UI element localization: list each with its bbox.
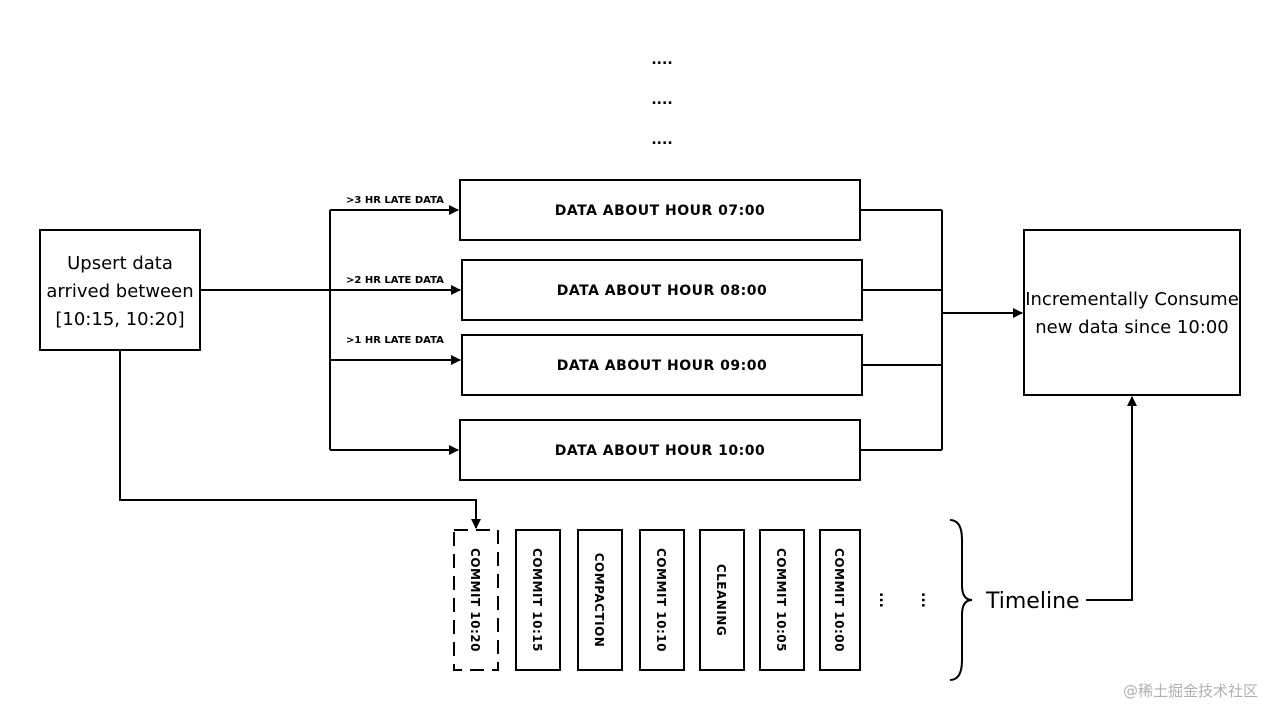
- timeline-to-consumer-connector: [1086, 396, 1137, 601]
- timeline-item-label: COMMIT 10:10: [654, 548, 668, 652]
- source-box: [39, 229, 201, 351]
- partition-0700: DATA ABOUT HOUR 07:00: [459, 179, 861, 241]
- source-to-commit-connector: [119, 350, 481, 529]
- timeline-item: COMPACTION: [577, 529, 623, 671]
- timeline-item: COMMIT 10:20: [453, 529, 499, 671]
- partition-label: DATA ABOUT HOUR 09:00: [557, 358, 767, 374]
- partitions-to-consumer-connectors: [860, 209, 1023, 451]
- top-dots-1: ....: [651, 52, 672, 68]
- consumer-node: Incrementally Consume new data since 10:…: [1023, 229, 1241, 396]
- timeline-item-label: COMMIT 10:05: [774, 548, 788, 652]
- source-line-3: [10:15, 10:20]: [55, 309, 184, 330]
- consumer-line-1: Incrementally Consume: [1025, 289, 1239, 310]
- source-to-partitions-connectors: [200, 205, 461, 455]
- timeline-brace: [949, 519, 973, 681]
- timeline-item-label: CLEANING: [714, 564, 728, 636]
- consumer-line-2: new data since 10:00: [1035, 317, 1229, 338]
- partition-label: DATA ABOUT HOUR 10:00: [555, 443, 765, 459]
- partition-label: DATA ABOUT HOUR 07:00: [555, 203, 765, 219]
- watermark: @稀土掘金技术社区: [1123, 682, 1258, 700]
- timeline-item-label: COMMIT 10:00: [832, 548, 846, 652]
- partition-0800: DATA ABOUT HOUR 08:00: [461, 259, 863, 321]
- edge-label-3hr: >3 HR LATE DATA: [346, 195, 444, 206]
- timeline-item: COMMIT 10:05: [759, 529, 805, 671]
- source-line-1: Upsert data: [67, 253, 173, 274]
- timeline-ellipsis-1: ...: [876, 592, 892, 608]
- consumer-box: [1023, 229, 1241, 396]
- partition-0900: DATA ABOUT HOUR 09:00: [461, 334, 863, 396]
- timeline-ellipsis-2: ...: [918, 592, 934, 608]
- timeline-items: COMMIT 10:20 COMMIT 10:15 COMPACTION COM…: [453, 529, 861, 671]
- partition-1000: DATA ABOUT HOUR 10:00: [459, 419, 861, 481]
- edge-label-1hr: >1 HR LATE DATA: [346, 335, 444, 346]
- timeline-item: CLEANING: [699, 529, 745, 671]
- timeline-item: COMMIT 10:15: [515, 529, 561, 671]
- timeline-item: COMMIT 10:10: [639, 529, 685, 671]
- partition-label: DATA ABOUT HOUR 08:00: [557, 283, 767, 299]
- timeline-item-label: COMMIT 10:20: [468, 548, 482, 652]
- timeline-item-label: COMPACTION: [592, 553, 606, 648]
- top-dots-2: ....: [651, 92, 672, 108]
- source-line-2: arrived between: [46, 281, 193, 302]
- timeline-label: Timeline: [985, 589, 1080, 614]
- top-dots-3: ....: [651, 132, 672, 148]
- timeline-item: COMMIT 10:00: [819, 529, 861, 671]
- source-node: Upsert data arrived between [10:15, 10:2…: [39, 229, 201, 351]
- edge-label-2hr: >2 HR LATE DATA: [346, 275, 444, 286]
- timeline-item-label: COMMIT 10:15: [530, 548, 544, 652]
